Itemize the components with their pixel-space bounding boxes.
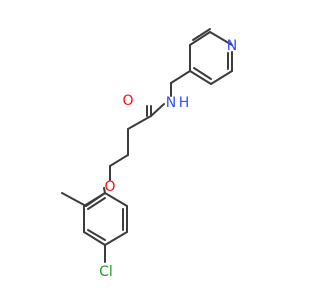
structure-canvas: N O N H O Cl — [61, 28, 237, 280]
atom-label-n-pyridine: N — [227, 38, 237, 54]
pyridine-ring — [189, 28, 233, 85]
bond — [189, 70, 212, 85]
atom-label-o-carbonyl: O — [122, 93, 133, 109]
bond — [109, 154, 129, 167]
bond — [209, 31, 233, 46]
bond — [192, 28, 211, 41]
bond — [189, 31, 211, 46]
bond — [61, 192, 87, 207]
chlorophenyl-ring — [83, 192, 128, 246]
bond — [170, 70, 191, 84]
bond — [87, 229, 106, 241]
bond — [83, 231, 106, 246]
atom-label-o-ether: O — [104, 179, 115, 195]
atom-label-cl: Cl — [99, 264, 113, 280]
bond — [193, 67, 212, 80]
bond — [104, 231, 128, 246]
bond — [150, 103, 165, 117]
atom-label-n-amide: N — [166, 95, 176, 111]
bond — [127, 115, 152, 130]
molecule-diagram: N O N H O Cl — [61, 28, 237, 280]
bond — [210, 70, 233, 85]
bond — [104, 192, 128, 207]
bond — [87, 197, 106, 210]
bond — [83, 192, 106, 207]
atom-label-h-amide: H — [179, 95, 190, 111]
